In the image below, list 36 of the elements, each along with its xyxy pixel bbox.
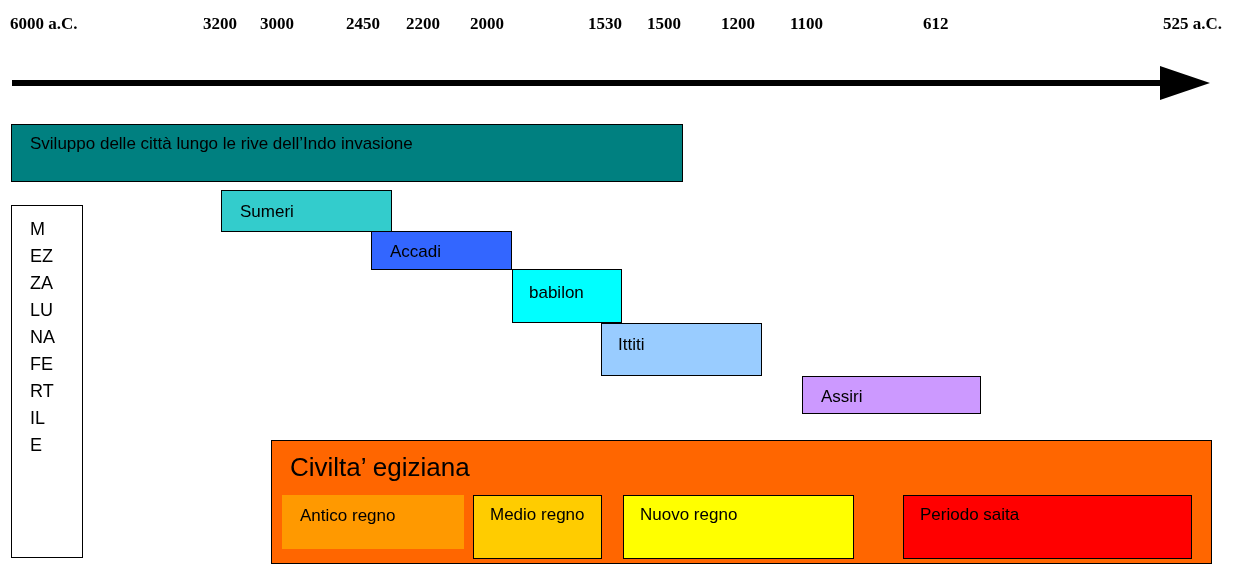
year-label: 612 — [923, 14, 949, 34]
period-name: Ittiti — [618, 334, 645, 356]
period-bar — [802, 376, 981, 414]
period-name: Assiri — [821, 386, 863, 408]
period-bar — [221, 190, 392, 232]
period-name: MEZZALUNA FERTILE — [30, 218, 56, 457]
period-bar — [11, 124, 683, 182]
year-label: 1500 — [647, 14, 681, 34]
year-label: 3000 — [260, 14, 294, 34]
period-bar — [371, 231, 512, 270]
period-bar — [11, 205, 83, 558]
period-bar — [512, 269, 622, 323]
year-label: 1100 — [790, 14, 824, 34]
period-bar — [282, 495, 464, 549]
year-label: 2000 — [470, 14, 504, 34]
year-label: 3200 — [203, 14, 237, 34]
year-label: 1200 — [721, 14, 755, 34]
year-label: 6000 a.C. — [10, 14, 78, 34]
period-name: Nuovo regno — [640, 504, 738, 526]
period-bar — [473, 495, 602, 559]
period-name: babilon — [529, 282, 584, 304]
period-name: Accadi — [390, 241, 442, 263]
year-label: 2450 — [346, 14, 380, 34]
year-label: 1530 — [588, 14, 622, 34]
period-name: Periodo saita — [920, 504, 1020, 526]
period-panel — [271, 440, 1212, 564]
period-name: Sviluppo delle città lungo le rive dell’Indo invasione — [30, 133, 414, 155]
year-label: 2200 — [406, 14, 440, 34]
period-bar — [903, 495, 1192, 559]
panel-title: Civilta’ egiziana — [290, 451, 470, 484]
period-name: Antico regno — [300, 505, 396, 527]
period-name: Medio regno — [490, 504, 586, 526]
period-bar — [601, 323, 762, 376]
year-label: 525 a.C. — [1163, 14, 1223, 34]
period-name: Sumeri — [240, 201, 294, 223]
period-bar — [623, 495, 854, 559]
